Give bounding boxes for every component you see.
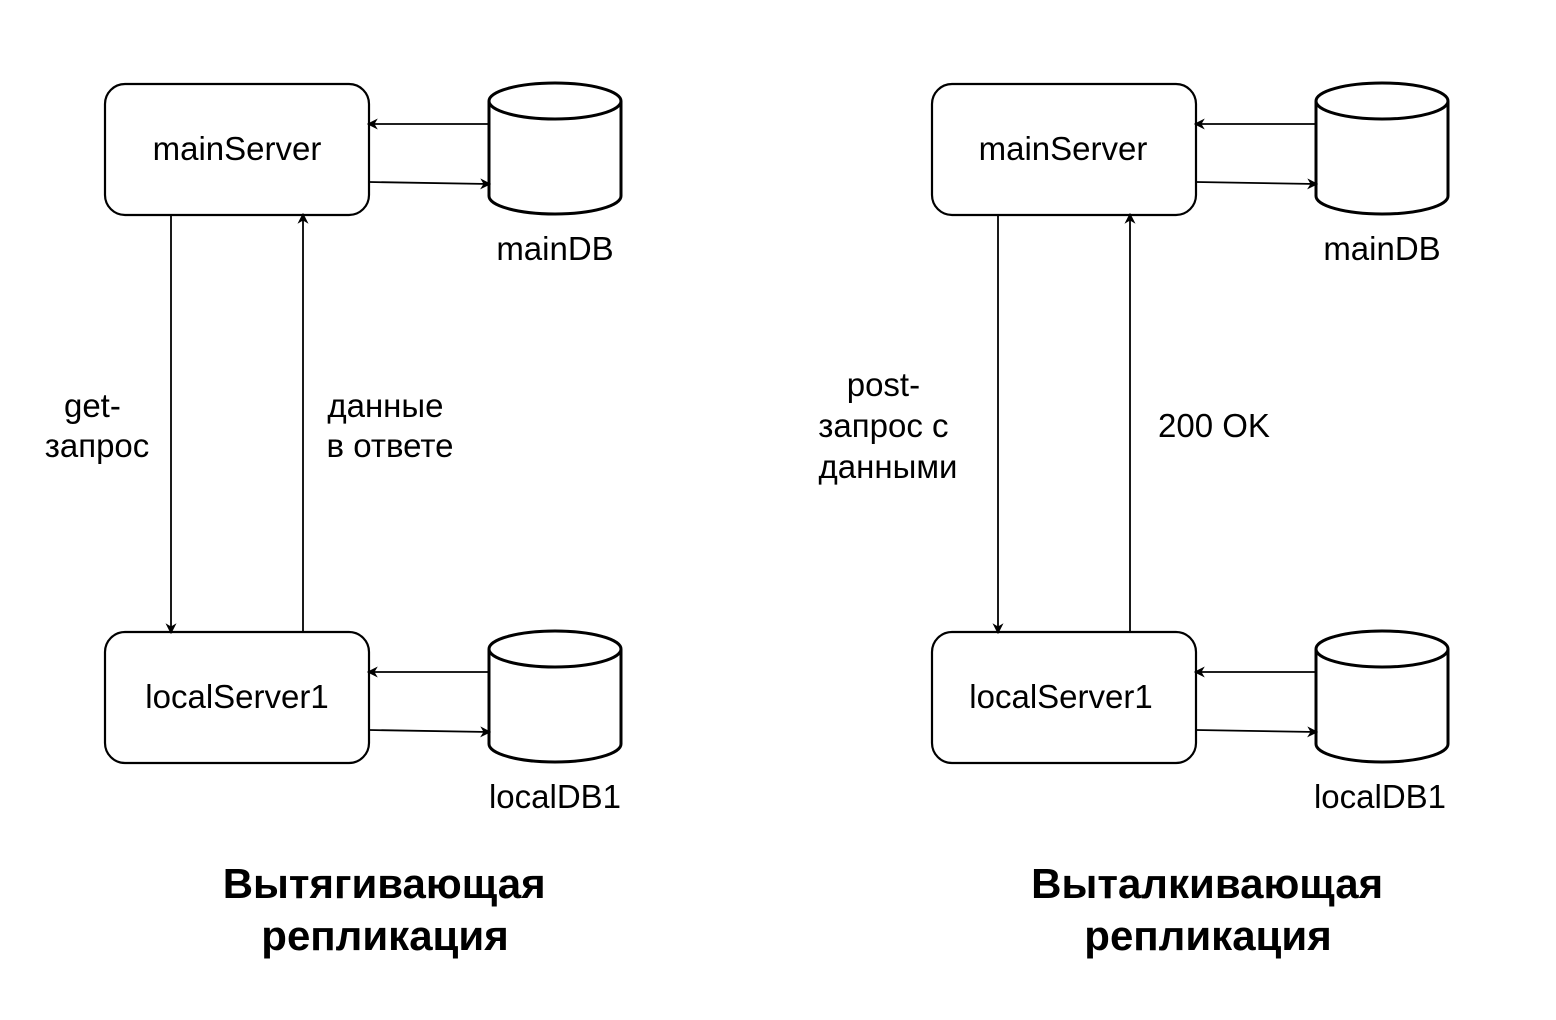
post-request-label: post- запрос с данными (818, 366, 957, 485)
main-server-label: mainServer (979, 130, 1148, 167)
pull-replication-title: Вытягивающая репликация (223, 860, 558, 959)
local-server-to-db-arrow (368, 726, 492, 738)
main-db-cylinder: mainDB (487, 81, 623, 267)
local-server-label: localServer1 (969, 678, 1152, 715)
main-db-label: mainDB (1323, 230, 1440, 267)
push-replication-title: Выталкивающая репликация (1031, 860, 1395, 959)
main-db-label: mainDB (496, 230, 613, 267)
local-server-label: localServer1 (145, 678, 328, 715)
get-request-label: get- запрос (45, 387, 150, 464)
main-server-to-db-arrow (1195, 178, 1319, 190)
local-server-node: localServer1 (930, 630, 1198, 765)
local-db-cylinder: localDB1 (487, 629, 623, 815)
local-db-label: localDB1 (489, 778, 621, 815)
local-server-node: localServer1 (103, 630, 371, 765)
main-server-node: mainServer (930, 82, 1198, 217)
data-response-label: данные в ответе (327, 387, 454, 464)
main-server-to-db-arrow (368, 178, 492, 190)
ok-response-label: 200 OK (1158, 407, 1270, 444)
local-server-to-db-arrow (1195, 726, 1319, 738)
main-server-label: mainServer (153, 130, 322, 167)
push-replication-diagram: mainServer localServer1 mainDB localDB1 (818, 81, 1450, 959)
main-server-node: mainServer (103, 82, 371, 217)
local-db-label: localDB1 (1314, 778, 1446, 815)
main-db-cylinder: mainDB (1314, 81, 1450, 267)
pull-replication-diagram: mainServer localServer1 mainDB localDB1 (45, 81, 623, 959)
local-db-cylinder: localDB1 (1314, 629, 1450, 815)
